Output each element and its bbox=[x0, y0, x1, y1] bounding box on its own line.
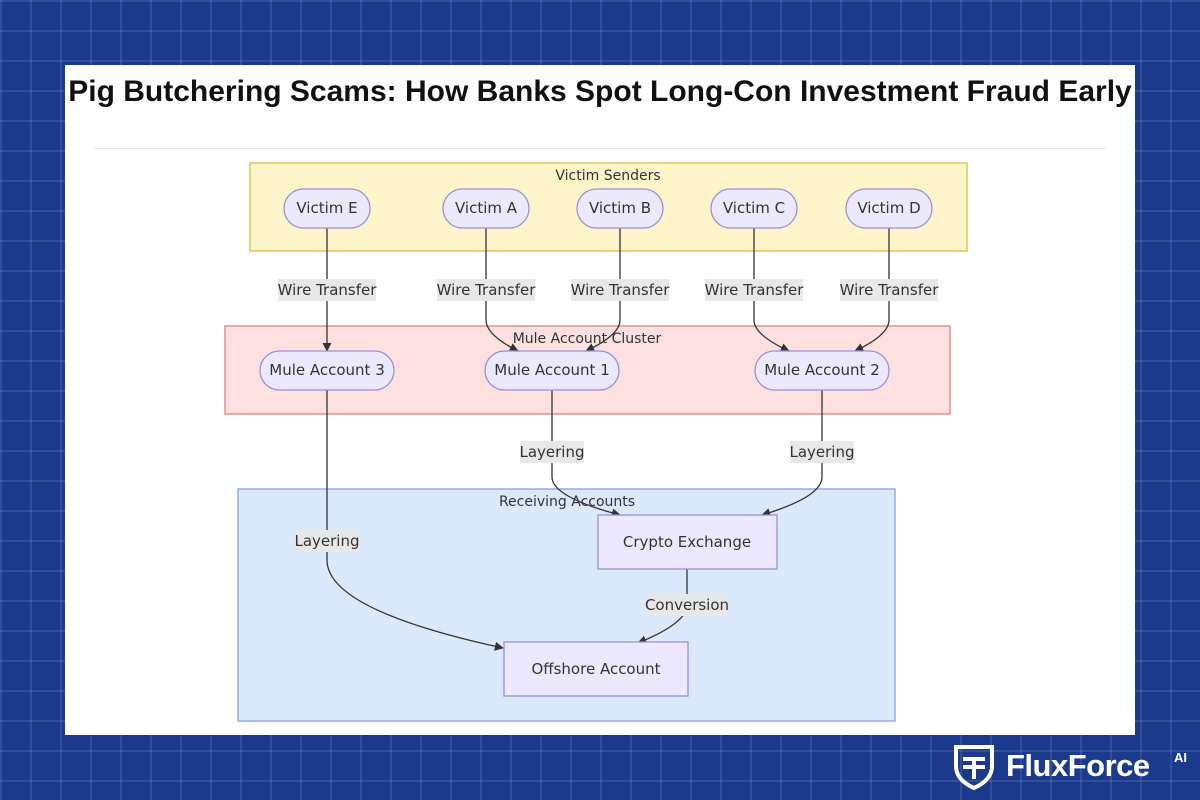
node-mule-account-3: Mule Account 3 bbox=[259, 350, 395, 391]
edge-label-victim-b: Wire Transfer bbox=[571, 279, 671, 301]
page-title: Pig Butchering Scams: How Banks Spot Lon… bbox=[68, 75, 1132, 108]
node-victim-c: Victim C bbox=[710, 188, 798, 229]
svg-text:Victim D: Victim D bbox=[857, 199, 920, 217]
fluxforce-logo: FluxForce AI bbox=[952, 744, 1192, 790]
nodes: Victim E Victim A Victim B Victim C Vict… bbox=[259, 188, 933, 697]
edge-mule-2-to-crypto bbox=[761, 390, 823, 518]
edge-mule-3-to-offshore bbox=[326, 390, 504, 651]
group-label-receiving-accounts: Receiving Accounts bbox=[499, 494, 635, 510]
svg-text:Victim A: Victim A bbox=[455, 199, 518, 217]
svg-text:Victim E: Victim E bbox=[296, 199, 357, 217]
logo-superscript: AI bbox=[1174, 750, 1187, 765]
group-label-mule-account-cluster: Mule Account Cluster bbox=[513, 331, 662, 347]
group-label-victim-senders: Victim Senders bbox=[555, 168, 660, 184]
node-victim-e: Victim E bbox=[283, 188, 371, 229]
node-offshore-account: Offshore Account bbox=[503, 641, 689, 697]
edge-label-conversion: Conversion bbox=[645, 594, 729, 616]
svg-text:Wire Transfer: Wire Transfer bbox=[278, 281, 378, 299]
svg-text:Wire Transfer: Wire Transfer bbox=[437, 281, 537, 299]
svg-text:Layering: Layering bbox=[294, 532, 359, 550]
edge-label-victim-a: Wire Transfer bbox=[437, 279, 537, 301]
svg-text:Wire Transfer: Wire Transfer bbox=[705, 281, 805, 299]
svg-text:Conversion: Conversion bbox=[645, 596, 729, 614]
edge-label-mule-3-layering: Layering bbox=[294, 530, 360, 552]
edge-label-mule-2-layering: Layering bbox=[789, 441, 855, 463]
svg-text:Crypto Exchange: Crypto Exchange bbox=[623, 533, 751, 551]
title-divider bbox=[95, 148, 1105, 149]
node-mule-account-1: Mule Account 1 bbox=[484, 350, 620, 391]
edge-victim-d-to-mule-2 bbox=[854, 228, 890, 352]
svg-text:Mule Account 2: Mule Account 2 bbox=[764, 361, 880, 379]
edge-victim-c-to-mule-2 bbox=[753, 228, 790, 352]
svg-text:Wire Transfer: Wire Transfer bbox=[571, 281, 671, 299]
edge-label-victim-e: Wire Transfer bbox=[278, 279, 378, 301]
edge-labels: Wire Transfer Wire Transfer Wire Transfe… bbox=[278, 279, 940, 616]
svg-text:Mule Account 1: Mule Account 1 bbox=[494, 361, 610, 379]
flow-diagram: Victim Senders Mule Account Cluster Rece… bbox=[224, 162, 968, 722]
shield-icon bbox=[954, 745, 994, 790]
logo-wordmark: FluxForce bbox=[1006, 748, 1150, 783]
svg-text:Wire Transfer: Wire Transfer bbox=[840, 281, 940, 299]
node-victim-b: Victim B bbox=[576, 188, 664, 229]
edge-mule-1-to-crypto bbox=[551, 390, 621, 518]
svg-text:Victim C: Victim C bbox=[723, 199, 785, 217]
node-crypto-exchange: Crypto Exchange bbox=[597, 514, 778, 570]
node-victim-a: Victim A bbox=[442, 188, 530, 229]
svg-text:Offshore Account: Offshore Account bbox=[531, 660, 660, 678]
edge-victim-a-to-mule-1 bbox=[485, 228, 519, 352]
edge-label-victim-c: Wire Transfer bbox=[705, 279, 805, 301]
edge-label-mule-1-layering: Layering bbox=[519, 441, 585, 463]
edge-label-victim-d: Wire Transfer bbox=[840, 279, 940, 301]
edge-victim-b-to-mule-1 bbox=[585, 228, 621, 352]
node-victim-d: Victim D bbox=[845, 188, 933, 229]
node-mule-account-2: Mule Account 2 bbox=[754, 350, 890, 391]
diagram-card: Pig Butchering Scams: How Banks Spot Lon… bbox=[65, 65, 1135, 735]
svg-text:Layering: Layering bbox=[519, 443, 584, 461]
svg-text:Mule Account 3: Mule Account 3 bbox=[269, 361, 385, 379]
svg-text:Layering: Layering bbox=[789, 443, 854, 461]
svg-text:Victim B: Victim B bbox=[589, 199, 651, 217]
